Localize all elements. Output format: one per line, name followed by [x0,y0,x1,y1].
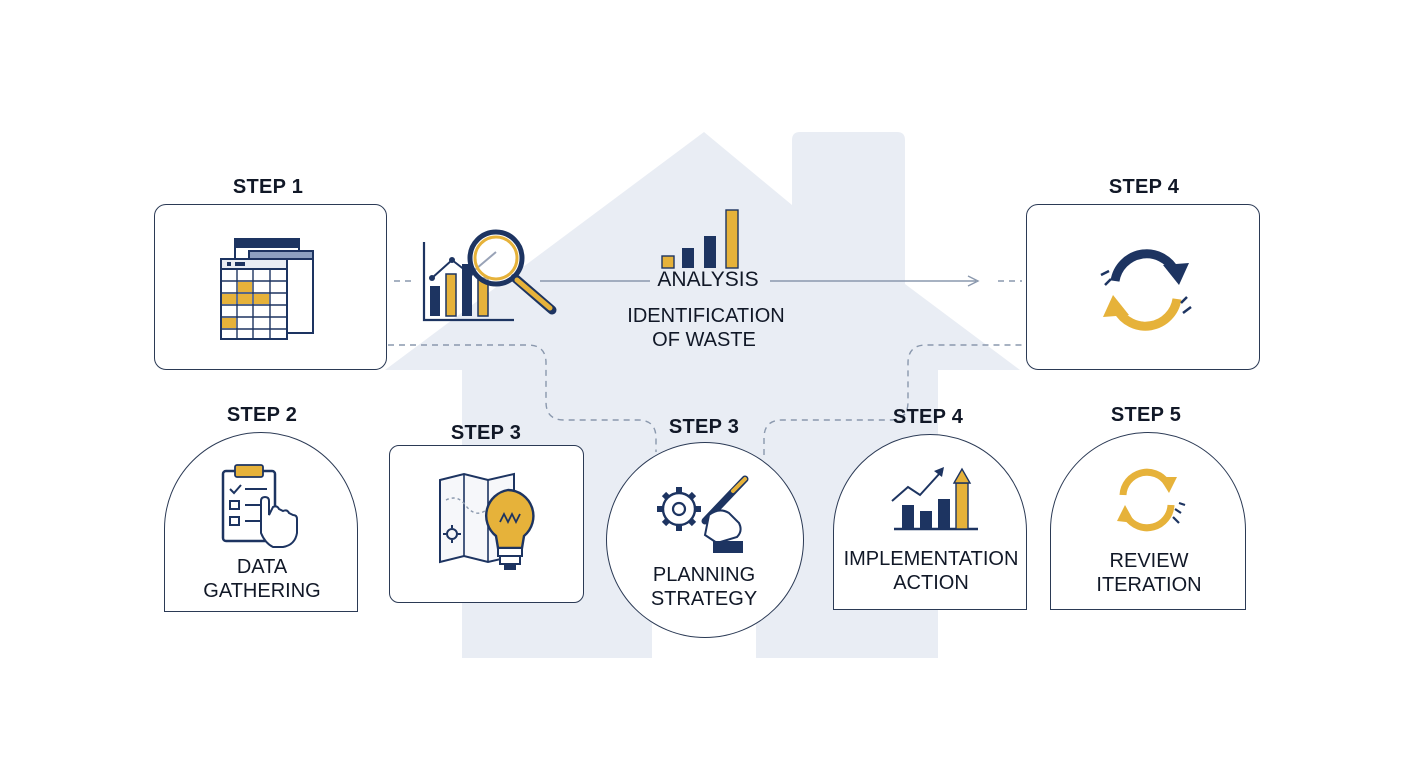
step4-caption-line1: IMPLEMENTATION [843,548,1019,570]
growth-chart-icon [891,467,978,531]
step2-card[interactable]: DATA GATHERING [164,432,358,612]
map-lightbulb-icon [439,472,535,570]
step3-caption-line2: STRATEGY [650,588,758,610]
step1-card[interactable] [154,204,387,370]
step3-planning-label: STEP 3 [668,416,740,438]
spreadsheet-icon [220,238,314,340]
gear-pen-hand-icon [657,475,749,553]
clipboard-checklist-icon [221,464,298,548]
step3-map-label: STEP 3 [450,422,522,444]
step4-bottom-card[interactable]: IMPLEMENTATION ACTION [833,434,1027,610]
step5-caption-line1: REVIEW [1109,550,1189,572]
arrow-head [967,275,980,287]
step5-label: STEP 5 [1110,404,1182,426]
step2-label: STEP 2 [226,404,298,426]
step2-caption-line2: GATHERING [203,580,321,602]
review-cycle-icon [1117,468,1186,532]
step3-planning-card[interactable]: PLANNING STRATEGY [606,442,804,638]
step4-top-label: STEP 4 [1108,176,1180,198]
identification-caption: IDENTIFICATION [627,305,785,327]
step3-caption-line1: PLANNING [652,564,756,586]
bar-chart-icon [661,209,739,269]
magnifier-chart-icon [422,229,557,322]
connector-step1-planning [388,344,657,452]
analysis-caption: ANALYSIS [657,268,759,291]
step4-top-card[interactable] [1026,204,1260,370]
step5-caption-line2: ITERATION [1096,574,1202,596]
of-waste-caption: OF WASTE [652,329,756,351]
step5-card[interactable]: REVIEW ITERATION [1050,432,1246,610]
step4-caption-line2: ACTION [893,572,969,594]
refresh-cycle-icon [1100,249,1192,331]
step1-label: STEP 1 [232,176,304,198]
step4-bottom-label: STEP 4 [892,406,964,428]
step3-map-card[interactable] [389,445,584,603]
connector-planning-step4 [763,344,1026,455]
step2-caption-line1: DATA [236,556,288,578]
